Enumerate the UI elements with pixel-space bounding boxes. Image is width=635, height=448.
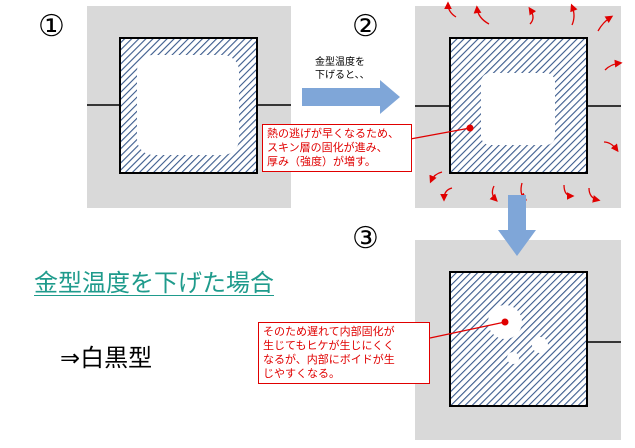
mold-step-1 (87, 37, 291, 174)
mold-block-3 (449, 271, 588, 407)
mold-block-2 (449, 37, 588, 174)
result-label: ⇒白黒型 (60, 344, 153, 372)
arrow-step-1-to-2 (302, 80, 400, 114)
melt-core-1 (137, 55, 239, 155)
mold-step-3 (449, 271, 621, 407)
mold-step-2 (415, 37, 621, 174)
arrow-caption: 金型温度を 下げると、、 (315, 57, 370, 81)
melt-core-2 (481, 73, 555, 145)
void-small (507, 352, 519, 364)
void-medium (532, 337, 548, 353)
callout-dot-2 (466, 124, 474, 132)
arrow-step-2-to-3 (498, 195, 536, 256)
page-title: 金型温度を下げた場合 (34, 269, 274, 297)
step-number-3: ③ (352, 221, 379, 256)
step-number-1: ① (38, 9, 65, 44)
callout-line-2 (404, 127, 471, 141)
callout-line-3 (429, 321, 506, 339)
step-number-2: ② (352, 9, 379, 44)
note-step-3: そのため遅れて内部固化が 生じてもヒケが生じにくく なるが、内部にボイドが生 じ… (258, 322, 430, 384)
note-step-2: 熱の逃げが早くなるため、 スキン層の固化が進み、 厚み（強度）が増す。 (262, 124, 412, 172)
